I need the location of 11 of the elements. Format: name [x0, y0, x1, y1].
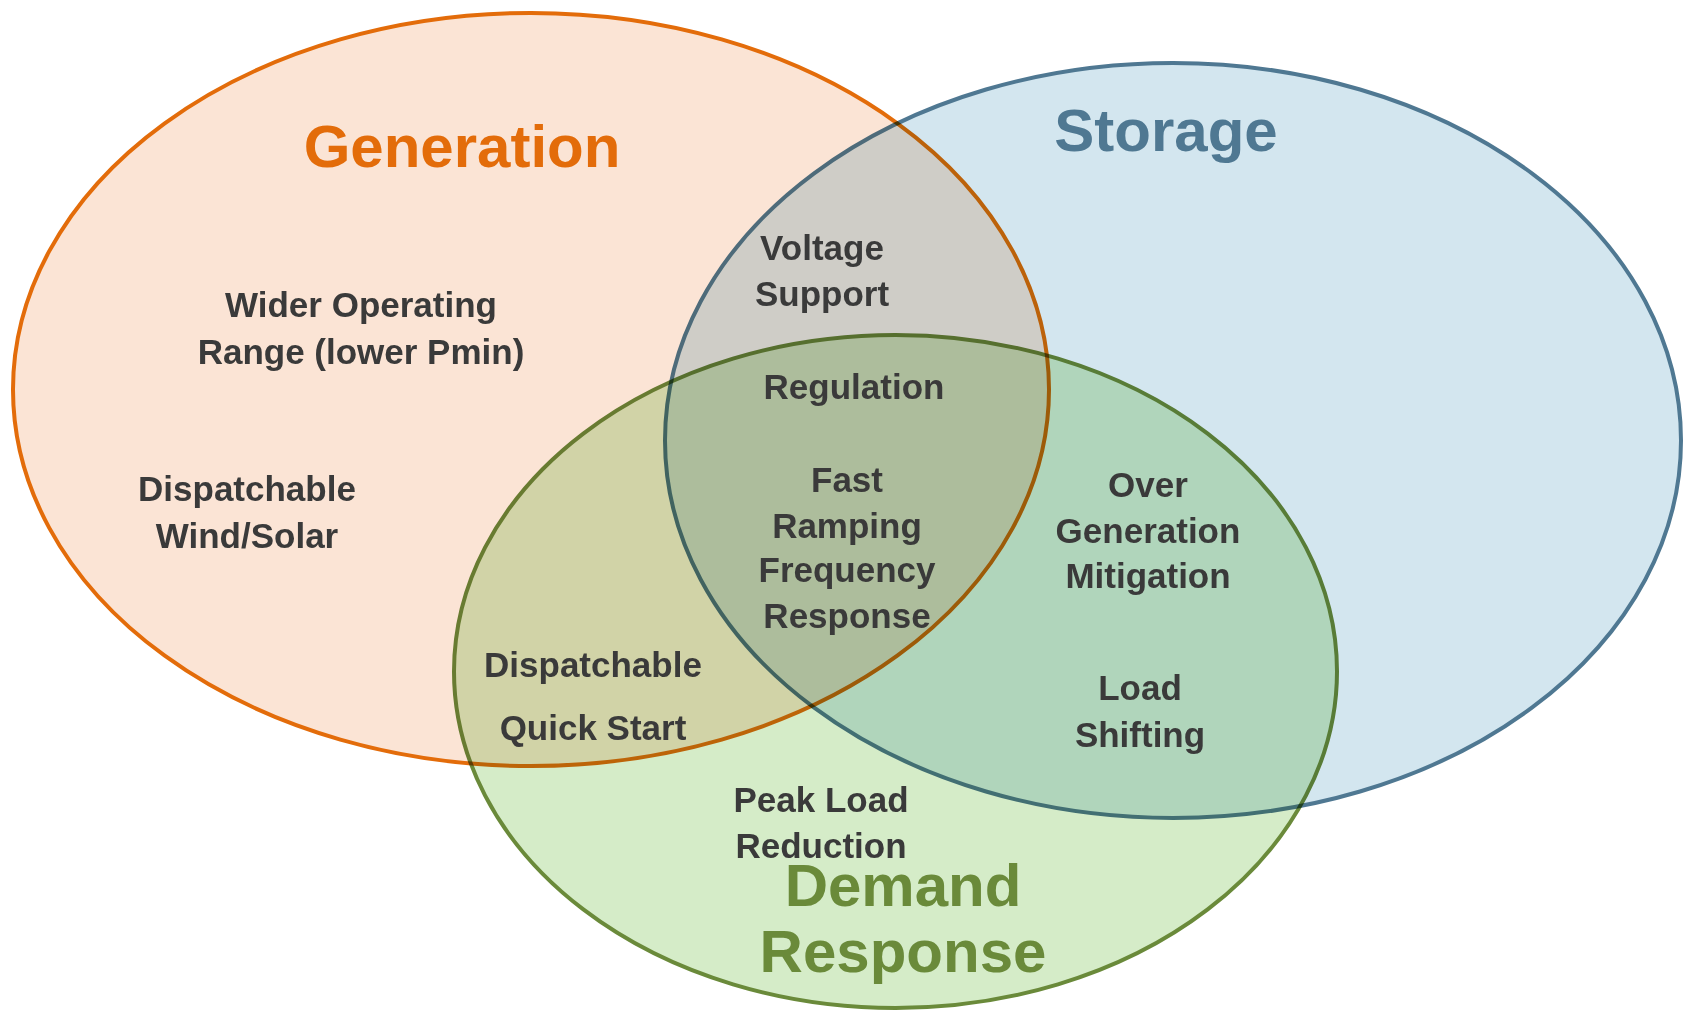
- region-label: Load Shifting: [1073, 666, 1207, 756]
- region-label: Over Generation Mitigation: [1054, 463, 1242, 597]
- region-label: Voltage Support: [753, 226, 891, 315]
- region-label: Dispatchable Quick Start: [483, 644, 703, 749]
- region-label: Regulation: [762, 366, 946, 409]
- region-label: Wider Operating Range (lower Pmin): [196, 283, 526, 373]
- set-title: Storage: [1053, 98, 1279, 164]
- region-label: Frequency Response: [757, 548, 937, 637]
- region-label: Dispatchable Wind/Solar: [137, 467, 357, 557]
- set-title: Generation: [302, 114, 622, 180]
- region-label: Fast Ramping: [771, 458, 923, 547]
